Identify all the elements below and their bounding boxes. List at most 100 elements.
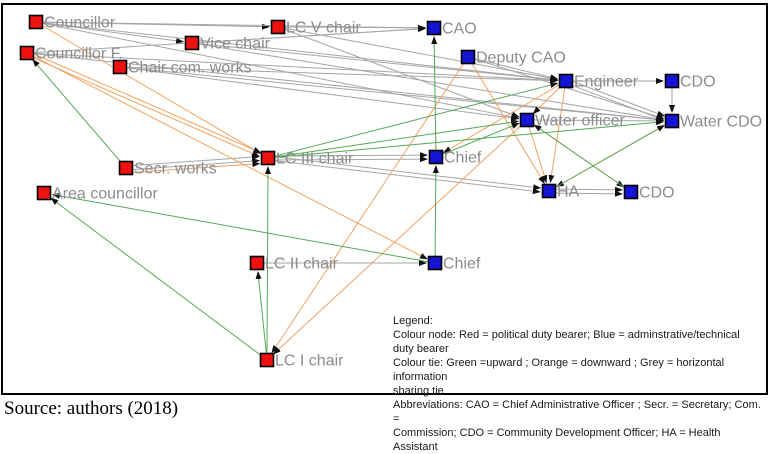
node-ac[interactable]: Area councillor bbox=[36, 185, 159, 203]
edge-c1-wo-grey bbox=[42, 22, 520, 120]
node-lc3[interactable]: LC III chair bbox=[260, 150, 355, 168]
source-caption: Source: authors (2018) bbox=[4, 398, 179, 419]
node-c2[interactable]: Councillor F. bbox=[19, 45, 124, 63]
edge-c1-eng-grey bbox=[42, 22, 559, 83]
node-label: LC III chair bbox=[276, 151, 354, 168]
node-cao[interactable]: CAO bbox=[426, 20, 477, 38]
node-label: CDO bbox=[680, 74, 716, 91]
node-square-red[interactable] bbox=[19, 45, 35, 61]
edge-sw-lc3-grey bbox=[132, 154, 260, 166]
node-square-blue[interactable] bbox=[519, 112, 535, 128]
node-square-blue[interactable] bbox=[460, 49, 476, 65]
edge-lc3-chief1-grey bbox=[274, 152, 428, 159]
edge-c2-wcdo-grey bbox=[33, 53, 664, 123]
node-lc2[interactable]: LC II chair bbox=[249, 255, 339, 273]
edge-c2-chiefb-orange bbox=[32, 55, 428, 260]
edge-chief1-cao-green bbox=[431, 36, 438, 151]
node-sw[interactable]: Secr. works bbox=[118, 160, 217, 178]
legend-line: Abbreviations: CAO = Chief Administrativ… bbox=[393, 399, 761, 425]
node-ha[interactable]: HA bbox=[541, 183, 580, 201]
edge-ha-cdo2-grey bbox=[555, 186, 623, 193]
node-label: LC II chair bbox=[265, 256, 339, 273]
node-square-red[interactable] bbox=[270, 19, 286, 35]
node-wcdo[interactable]: Water CDO bbox=[664, 113, 763, 131]
edge-eng-ha-orange bbox=[548, 87, 566, 184]
legend-title: Legend: bbox=[393, 315, 433, 327]
edge-eng-wcdo-grey bbox=[571, 84, 664, 121]
node-label: CAO bbox=[442, 21, 477, 38]
legend-line: Colour tie: Green =upward ; Orange = dow… bbox=[393, 357, 725, 383]
edge-lc3-ha-grey bbox=[275, 156, 542, 191]
edge-c1-lc3-orange bbox=[41, 25, 262, 154]
node-c4[interactable]: Vice chair bbox=[184, 35, 271, 53]
node-square-blue[interactable] bbox=[664, 73, 680, 89]
edge-c1-c4-grey bbox=[42, 22, 185, 44]
node-dcao[interactable]: Deputy CAO bbox=[460, 49, 566, 67]
edge-sw-c2-green bbox=[32, 59, 122, 164]
node-label: LC V chair bbox=[286, 20, 361, 37]
node-wo[interactable]: Water officer bbox=[519, 112, 626, 130]
edge-c2-lc3-orange bbox=[32, 57, 260, 157]
node-label: Engineer bbox=[574, 74, 639, 91]
node-square-blue[interactable] bbox=[664, 113, 680, 129]
node-chiefb[interactable]: Chief bbox=[427, 255, 481, 273]
node-label: Councillor F. bbox=[35, 46, 123, 63]
node-label: Secr. works bbox=[134, 161, 217, 178]
edge-c4-eng-grey bbox=[198, 43, 558, 83]
edge-eng-wo-orange bbox=[532, 85, 562, 115]
edge-lc3-eng-green bbox=[274, 82, 559, 157]
node-square-blue[interactable] bbox=[428, 149, 444, 165]
edge-wo-ha-orange bbox=[528, 126, 548, 184]
edge-ha-wcdo-green bbox=[554, 125, 666, 188]
node-square-red[interactable] bbox=[260, 150, 276, 166]
node-square-blue[interactable] bbox=[623, 184, 639, 200]
node-square-blue[interactable] bbox=[541, 183, 557, 199]
edge-eng-chief1-orange bbox=[442, 84, 561, 154]
edge-c3-eng-grey bbox=[126, 66, 558, 84]
edge-wo-wcdo-grey bbox=[533, 117, 664, 124]
edge-c4-wcdo-grey bbox=[198, 43, 665, 122]
node-c3[interactable]: Chair com. works bbox=[112, 59, 252, 77]
node-square-red[interactable] bbox=[184, 35, 200, 51]
node-cdo2[interactable]: CDO bbox=[623, 184, 675, 202]
node-lc1[interactable]: LC I chair bbox=[259, 352, 345, 370]
node-label: Area councillor bbox=[52, 186, 159, 203]
legend-line: Colour node: Red = political duty bearer… bbox=[393, 329, 740, 355]
edge-lc1-lc2-green bbox=[255, 271, 267, 354]
node-chief1[interactable]: Chief bbox=[428, 149, 482, 167]
node-label: Water CDO bbox=[680, 114, 762, 131]
node-square-red[interactable] bbox=[118, 160, 134, 176]
node-label: Chair com. works bbox=[128, 60, 252, 77]
node-label: Councillor bbox=[44, 15, 116, 32]
edge-c3-wcdo-grey bbox=[126, 67, 664, 123]
node-square-red[interactable] bbox=[28, 14, 44, 30]
node-c5[interactable]: LC V chair bbox=[270, 19, 362, 37]
edge-lc1-lc3-green bbox=[264, 166, 271, 354]
node-square-blue[interactable] bbox=[427, 255, 443, 271]
node-label: Chief bbox=[444, 150, 482, 167]
edge-chief1-wo-green bbox=[442, 122, 520, 155]
node-square-red[interactable] bbox=[259, 352, 275, 368]
edge-lc3-wcdo-green bbox=[274, 119, 664, 158]
node-cdo1[interactable]: CDO bbox=[664, 73, 716, 91]
node-label: CDO bbox=[639, 185, 675, 202]
node-eng[interactable]: Engineer bbox=[558, 73, 639, 91]
legend-line: sharing tie bbox=[393, 385, 444, 397]
legend: Legend: Colour node: Red = political dut… bbox=[393, 314, 761, 454]
edge-dcao-lc1-orange bbox=[271, 62, 465, 354]
node-square-red[interactable] bbox=[112, 59, 128, 75]
edges-layer bbox=[32, 21, 675, 357]
edge-chiefb-ac-green bbox=[51, 192, 429, 263]
node-label: Chief bbox=[443, 256, 481, 273]
edge-c2-lc3-orange bbox=[34, 53, 262, 154]
node-label: Vice chair bbox=[200, 36, 271, 53]
node-square-red[interactable] bbox=[249, 255, 265, 271]
node-square-blue[interactable] bbox=[426, 20, 442, 36]
edge-eng-wcdo-grey bbox=[573, 81, 666, 117]
edge-c5-cao-grey bbox=[284, 24, 426, 31]
edge-lc1-ac-green bbox=[50, 197, 262, 357]
node-square-red[interactable] bbox=[36, 185, 52, 201]
node-c1[interactable]: Councillor bbox=[28, 14, 116, 32]
node-square-blue[interactable] bbox=[558, 73, 574, 89]
